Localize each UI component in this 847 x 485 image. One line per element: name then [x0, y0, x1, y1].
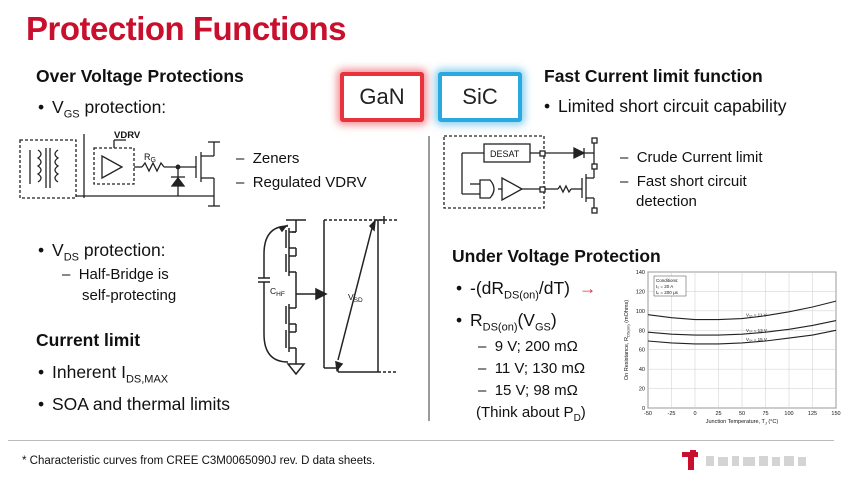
half-bridge-schematic: CHF VSD [258, 216, 398, 376]
x-tick-label: 100 [784, 411, 793, 417]
inherent-ids: •Inherent IDS,MAX [38, 362, 169, 386]
y-tick-label: 20 [639, 387, 645, 393]
ti-logo-icon [682, 450, 698, 470]
x-tick-label: 75 [762, 411, 768, 417]
x-tick-label: 125 [808, 411, 817, 417]
svg-text:VSD: VSD [348, 292, 363, 304]
uvp-value-15v: – 15 V; 98 mΩ [478, 382, 578, 399]
fast-note-fast: – Fast short circuit [620, 173, 747, 190]
vds-sub-1: – Half-Bridge is [62, 266, 169, 283]
y-tick-label: 0 [642, 406, 645, 412]
svg-text:RG: RG [144, 152, 156, 164]
x-tick-label: 150 [831, 411, 840, 417]
fast-note-detection: detection [636, 193, 697, 210]
y-tick-label: 40 [639, 367, 645, 373]
series-label: V₀ₛ = 15 V [746, 337, 767, 342]
uvp-drds-dt: •-(dRDS(on)/dT) → [456, 278, 597, 302]
svg-text:DESAT: DESAT [490, 149, 520, 159]
ovp-heading: Over Voltage Protections [36, 66, 244, 86]
soa-thermal: •SOA and thermal limits [38, 394, 230, 414]
x-axis-label: Junction Temperature, TJ (°C) [706, 419, 779, 426]
sic-tag: SiC [438, 72, 522, 122]
svg-text:VDRV: VDRV [114, 130, 141, 141]
short-circuit-item: •Limited short circuit capability [544, 96, 787, 116]
y-axis-label: On Resistance, RDS(on) (mOhms) [624, 300, 631, 380]
gan-tag: GaN [340, 72, 424, 122]
series-line [647, 320, 837, 336]
vgs-note-zeners: – Zeners [236, 150, 300, 167]
footer-rule [8, 440, 834, 441]
rdson-chart: V₀ₛ = 11 V V₀ₛ = 13 V V₀ₛ = 15 V -50 -25 0 25… [624, 270, 841, 426]
x-tick-label: 50 [739, 411, 745, 417]
uvp-value-11v: – 11 V; 130 mΩ [478, 360, 586, 377]
conditions-text: tₚ = 200 μs [656, 290, 679, 295]
series-label: V₀ₛ = 11 V [746, 313, 767, 318]
fast-current-heading: Fast Current limit function [544, 66, 763, 86]
ti-logo [682, 450, 806, 470]
uvp-value-9v: – 9 V; 200 mΩ [478, 338, 578, 355]
uvp-rdson-vgs: •RDS(on)(VGS) [456, 310, 557, 334]
y-tick-label: 60 [639, 348, 645, 354]
vgs-note-vdrv: – Regulated VDRV [236, 174, 367, 191]
think-about-pd: (Think about PD) [476, 404, 586, 424]
conditions-box [653, 275, 687, 297]
series-label: V₀ₛ = 13 V [746, 328, 767, 333]
uvp-heading: Under Voltage Protection [452, 246, 661, 266]
current-limit-heading: Current limit [36, 330, 141, 350]
column-divider [428, 136, 430, 421]
vds-protection: •VDS protection: [38, 240, 166, 264]
conditions-text: Conditions: [656, 278, 679, 283]
svg-text:CHF: CHF [270, 286, 285, 298]
desat-schematic: DESAT [443, 135, 598, 214]
footnote: * Characteristic curves from CREE C3M006… [22, 455, 376, 467]
conditions-text: I₀ = 20 A [656, 284, 673, 289]
y-tick-label: 100 [636, 309, 645, 315]
series-line [647, 300, 837, 321]
x-tick-label: 25 [715, 411, 721, 417]
x-tick-label: -25 [668, 411, 676, 417]
y-tick-label: 80 [639, 328, 645, 334]
series-line [647, 329, 837, 345]
logo-wordmark-icon [706, 456, 806, 466]
y-tick-label: 140 [636, 270, 645, 276]
fast-note-crude: – Crude Current limit [620, 149, 763, 166]
vgs-protection: •VGS protection: [38, 97, 167, 121]
page-title: Protection Functions [26, 10, 347, 47]
y-tick-label: 120 [636, 289, 645, 295]
arrow-right-icon: → [578, 278, 597, 298]
gate-driver-schematic: VDRV RG [19, 130, 220, 207]
vds-sub-2: self-protecting [82, 287, 177, 304]
x-tick-label: 0 [693, 411, 696, 417]
x-tick-label: -50 [644, 411, 652, 417]
